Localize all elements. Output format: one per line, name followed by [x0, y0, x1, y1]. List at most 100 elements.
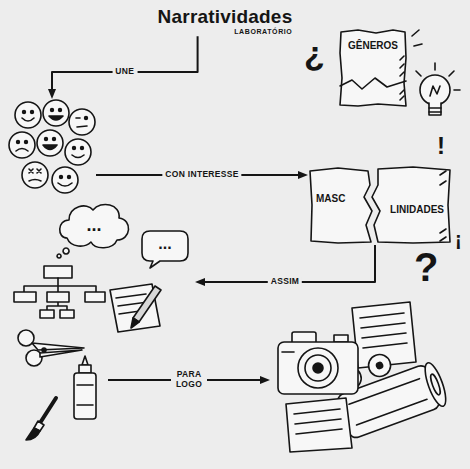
paintbrush-icon [26, 398, 56, 440]
idea-sparkles [412, 30, 422, 46]
notepad-pencil-icon [110, 284, 161, 332]
face-icons [49, 116, 63, 120]
face-icons [59, 109, 62, 112]
glue-bottle-icon [79, 365, 91, 373]
paintbrush-icon [26, 428, 40, 440]
lightbulb-icon [429, 108, 441, 112]
face-icons [72, 155, 84, 158]
punctuation-mark: ! [437, 134, 445, 158]
camera-icon [278, 342, 358, 394]
face-icons [16, 149, 28, 152]
face-icons [85, 117, 88, 120]
paper-sheet [360, 313, 407, 348]
glue-bottle-icon [82, 356, 88, 365]
speech-bubble-outline [63, 248, 69, 254]
node-text: LINIDADES [390, 204, 444, 216]
punctuation-mark: ¿ [304, 36, 325, 70]
face-icons [45, 138, 48, 141]
face-icons [53, 138, 56, 141]
lightbulb-icon [430, 86, 440, 96]
flowchart-icon [14, 292, 36, 302]
face-icons [17, 141, 20, 144]
flow-arrow [52, 36, 198, 93]
face-icons [68, 176, 71, 179]
lightbulb-icon [416, 63, 460, 115]
torn-paper-outline [310, 168, 372, 243]
face-icons [58, 183, 72, 186]
camera-icon [313, 363, 323, 373]
edge-label: UNE [112, 66, 137, 78]
projector-icon [421, 361, 450, 409]
face-icons [9, 100, 95, 193]
media-group [270, 300, 458, 454]
flowchart-icon [85, 292, 105, 302]
faces-group [8, 99, 96, 196]
camera-icon [298, 348, 338, 388]
flowchart-icon [44, 266, 72, 278]
flowchart-icon [40, 310, 54, 318]
illustration [9, 30, 460, 452]
punctuation-mark: ¡ [455, 229, 462, 249]
speech-bubble-outline [142, 231, 188, 268]
torn-paper-outline [400, 56, 404, 100]
face-icons [31, 111, 34, 114]
face-icons [43, 100, 69, 126]
lightbulb-icon [429, 103, 441, 115]
speech-bubble: ... [140, 228, 190, 268]
camera-icon [305, 355, 331, 381]
face-icons [43, 145, 57, 150]
face-icons [69, 109, 95, 135]
face-icons [51, 109, 54, 112]
face-icons [25, 141, 28, 144]
edge-label: CON INTERESSE [162, 169, 241, 181]
idea-sparkles [412, 30, 422, 46]
glue-bottle-icon [74, 356, 96, 419]
punctuation-mark: ? [414, 247, 438, 287]
projector-icon [365, 351, 393, 379]
notepad-pencil-icon [131, 318, 139, 328]
projector-icon [429, 373, 442, 396]
speech-bubble-outline [57, 254, 61, 258]
edge-label: ASSIM [268, 276, 302, 288]
torn-paper-outline [340, 30, 406, 106]
face-icons [23, 111, 26, 114]
speech-bubble-outline [60, 204, 129, 247]
face-icons [15, 102, 41, 128]
notepad-pencil-icon [110, 284, 160, 332]
face-icons [37, 130, 63, 156]
scissors-icon [42, 348, 46, 352]
face-icons [65, 139, 91, 165]
notepad-pencil-icon [133, 286, 161, 322]
edge-label: PARA LOGO [171, 369, 207, 391]
lightbulb-icon [420, 75, 450, 105]
face-icons [52, 167, 78, 193]
flowchart-icon [47, 292, 69, 302]
scissors-icon [32, 343, 84, 350]
torn-paper: GÊNEROS [338, 28, 408, 108]
speech-bubble: ... [55, 198, 133, 256]
projector-icon [376, 362, 384, 370]
face-icons [60, 176, 63, 179]
node-text: ... [158, 236, 171, 252]
camera-icon [282, 351, 294, 353]
flowchart-icon [60, 310, 74, 318]
lightbulb-icon [416, 63, 460, 90]
paper-sheet [286, 398, 352, 452]
face-icons [22, 162, 48, 188]
paintbrush-icon [40, 398, 56, 423]
heading-block: NarratividadesLABORATÓRIO [158, 6, 293, 36]
face-icons [22, 118, 34, 121]
title-text: Narratividades [158, 6, 293, 28]
paper-sheet [294, 409, 342, 434]
glue-bottle-icon [74, 373, 96, 419]
face-icons [77, 126, 87, 127]
torn-paper: MASCLINIDADES [308, 165, 452, 245]
torn-paper-outline [340, 78, 406, 89]
camera-icon [334, 335, 348, 342]
face-icons [29, 180, 41, 182]
subtitle-text: LABORATÓRIO [158, 28, 293, 36]
face-icons [76, 117, 80, 119]
scissors-icon [18, 330, 84, 366]
